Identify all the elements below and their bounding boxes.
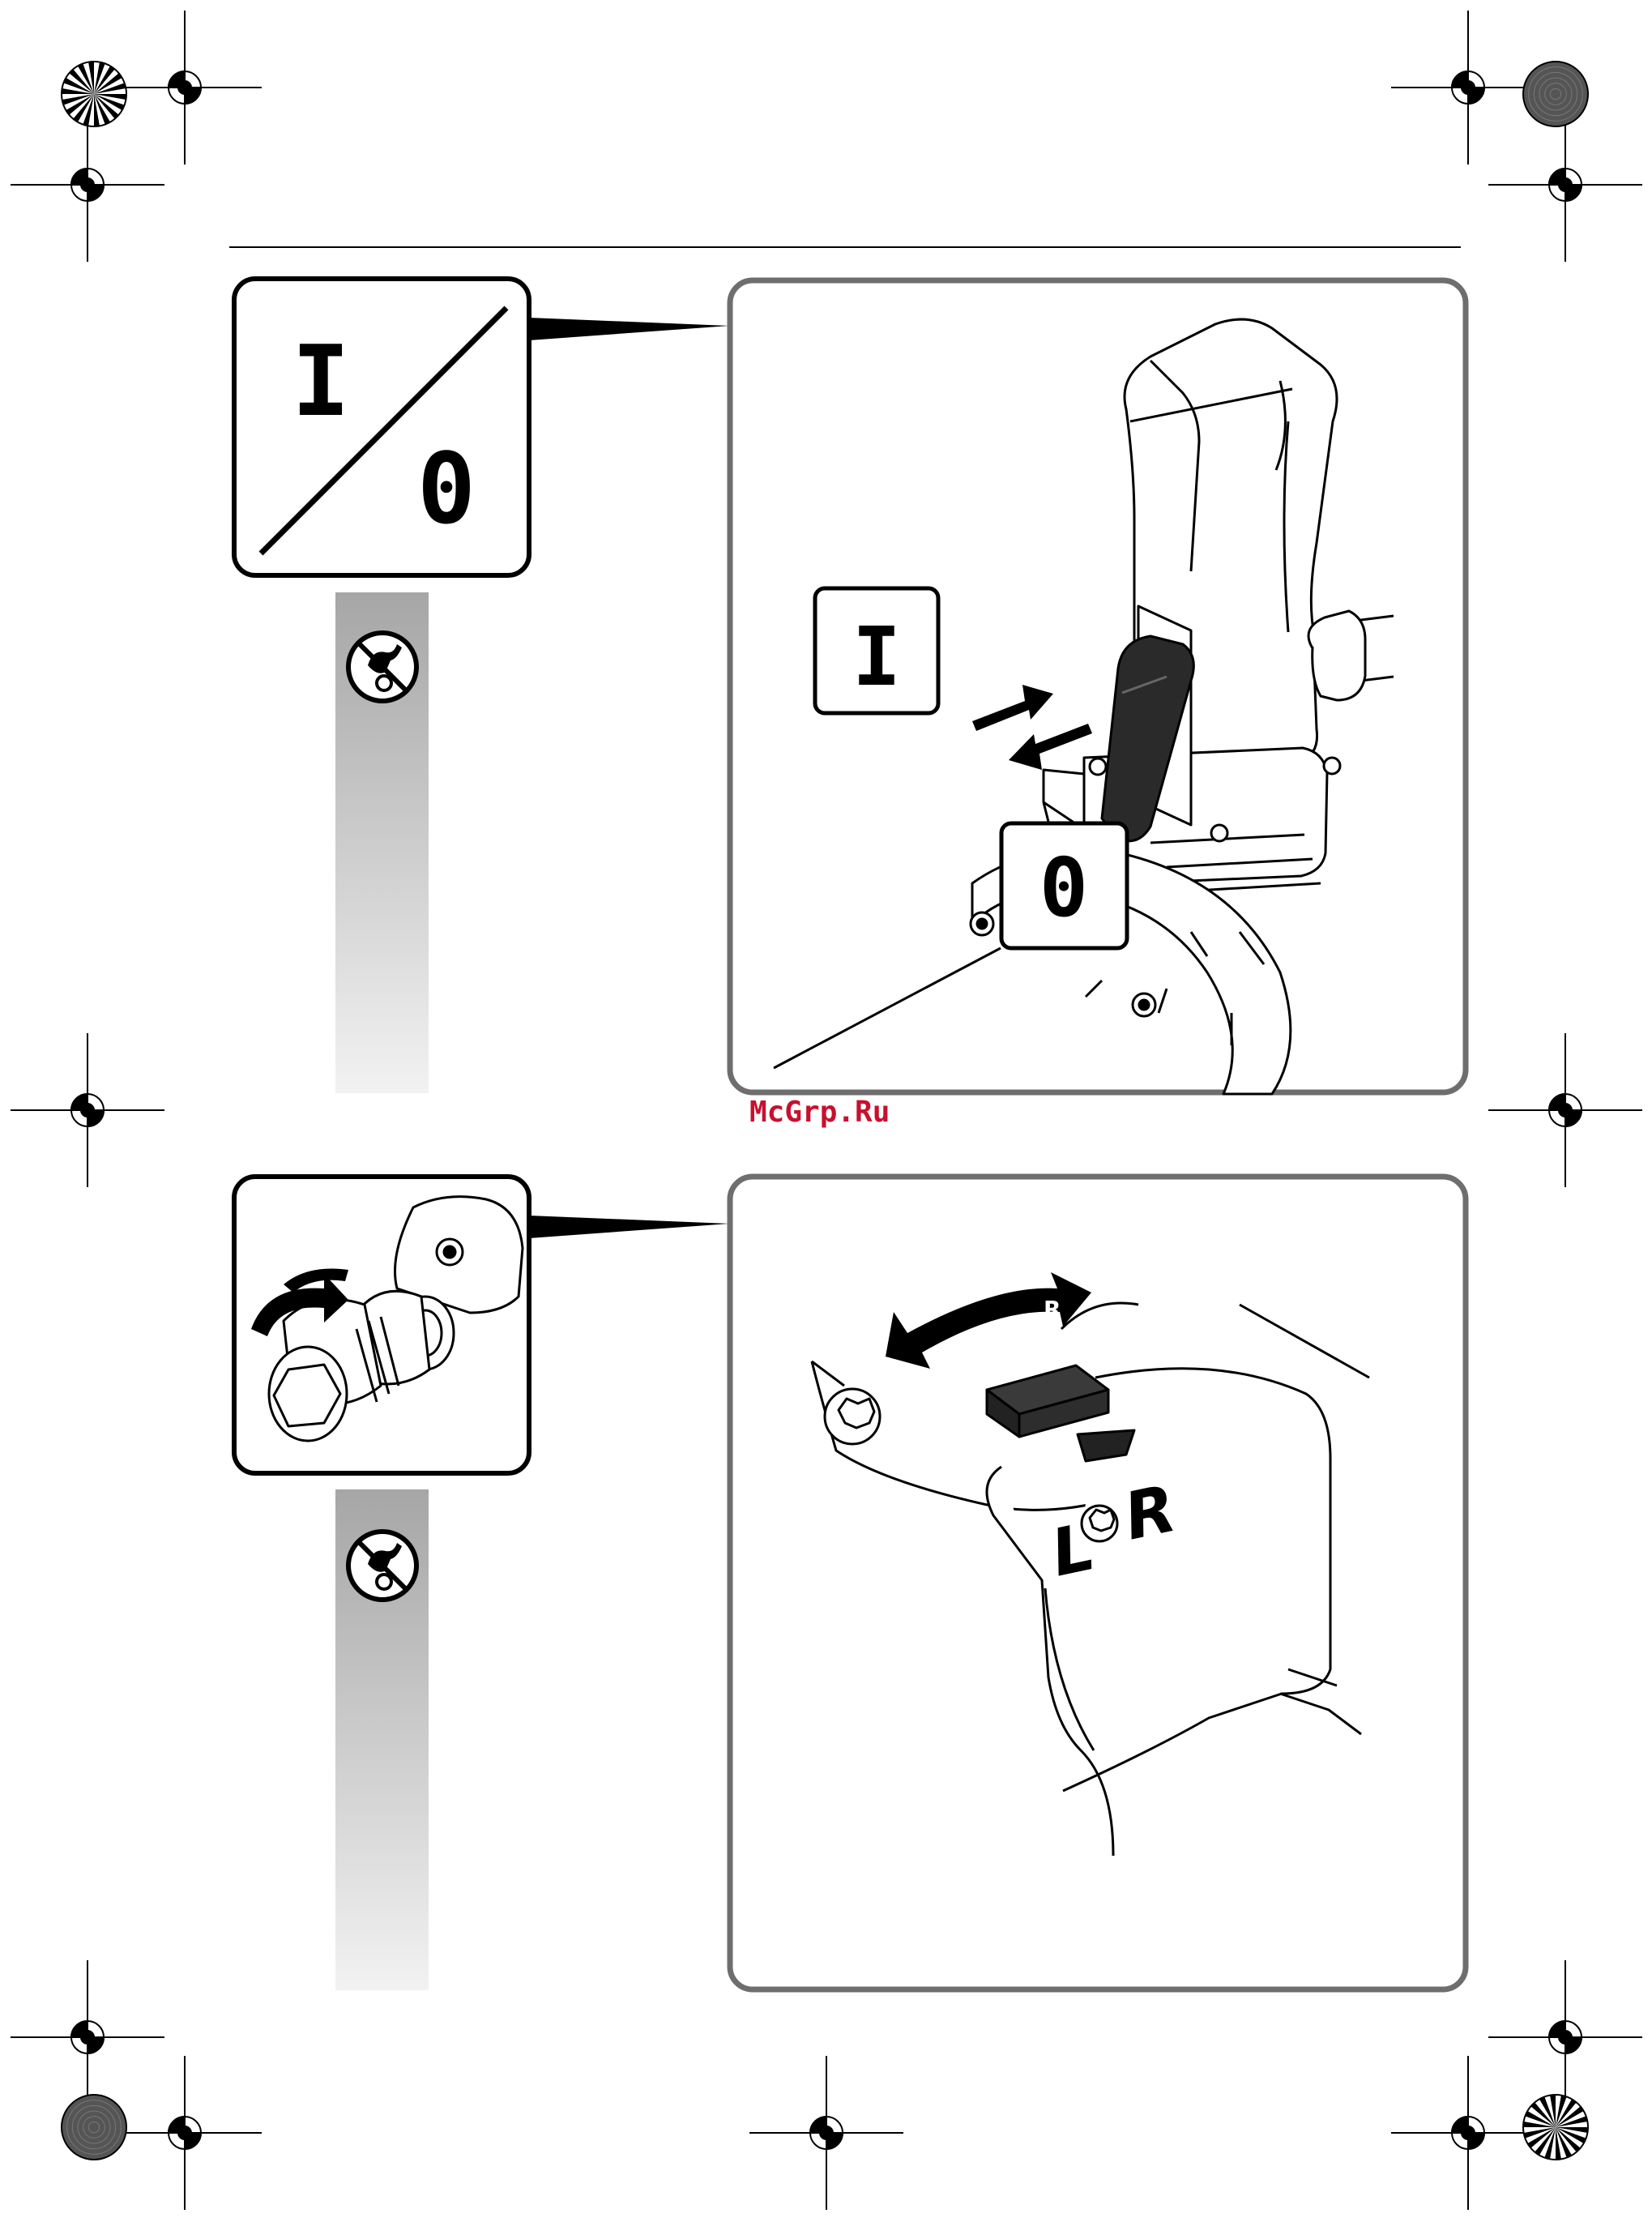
starburst-target-icon [1523, 62, 1588, 126]
no-service-symbol-icon [348, 1532, 416, 1600]
figure-2: L R R [234, 1177, 1466, 1990]
registration-mark-icon [11, 1033, 164, 1187]
registration-mark-icon [1488, 1033, 1642, 1187]
socket-rotation-icon-box [234, 1177, 529, 1473]
registration-mark-icon [108, 11, 262, 165]
icon-off-label: 0 [417, 434, 476, 546]
on-label: I [852, 609, 901, 704]
on-label-box: I [815, 588, 938, 713]
starburst-target-icon [62, 62, 126, 126]
registration-mark-icon [11, 108, 164, 262]
registration-mark-icon [11, 1960, 164, 2114]
figure-1: I 0 [234, 279, 1466, 1094]
watermark: McGrp.Ru [749, 1096, 890, 1129]
lever-letter: R [1044, 1296, 1061, 1323]
no-service-symbol-icon [348, 633, 416, 701]
off-label-box: 0 [1001, 823, 1127, 948]
callout-wedge [529, 318, 729, 340]
callout-wedge [529, 1216, 729, 1238]
registration-mark-icon [749, 2056, 903, 2210]
registration-mark-icon [1488, 1960, 1642, 2114]
icon-on-label: I [292, 326, 350, 438]
registration-mark-icon [1391, 2056, 1545, 2210]
registration-mark-icon [1488, 108, 1642, 262]
registration-mark-icon [108, 2056, 262, 2210]
on-off-icon-box: I 0 [234, 279, 529, 575]
off-label: 0 [1039, 840, 1088, 935]
starburst-target-icon [62, 2095, 126, 2160]
starburst-target-icon [1523, 2095, 1588, 2160]
registration-mark-icon [1391, 11, 1545, 165]
